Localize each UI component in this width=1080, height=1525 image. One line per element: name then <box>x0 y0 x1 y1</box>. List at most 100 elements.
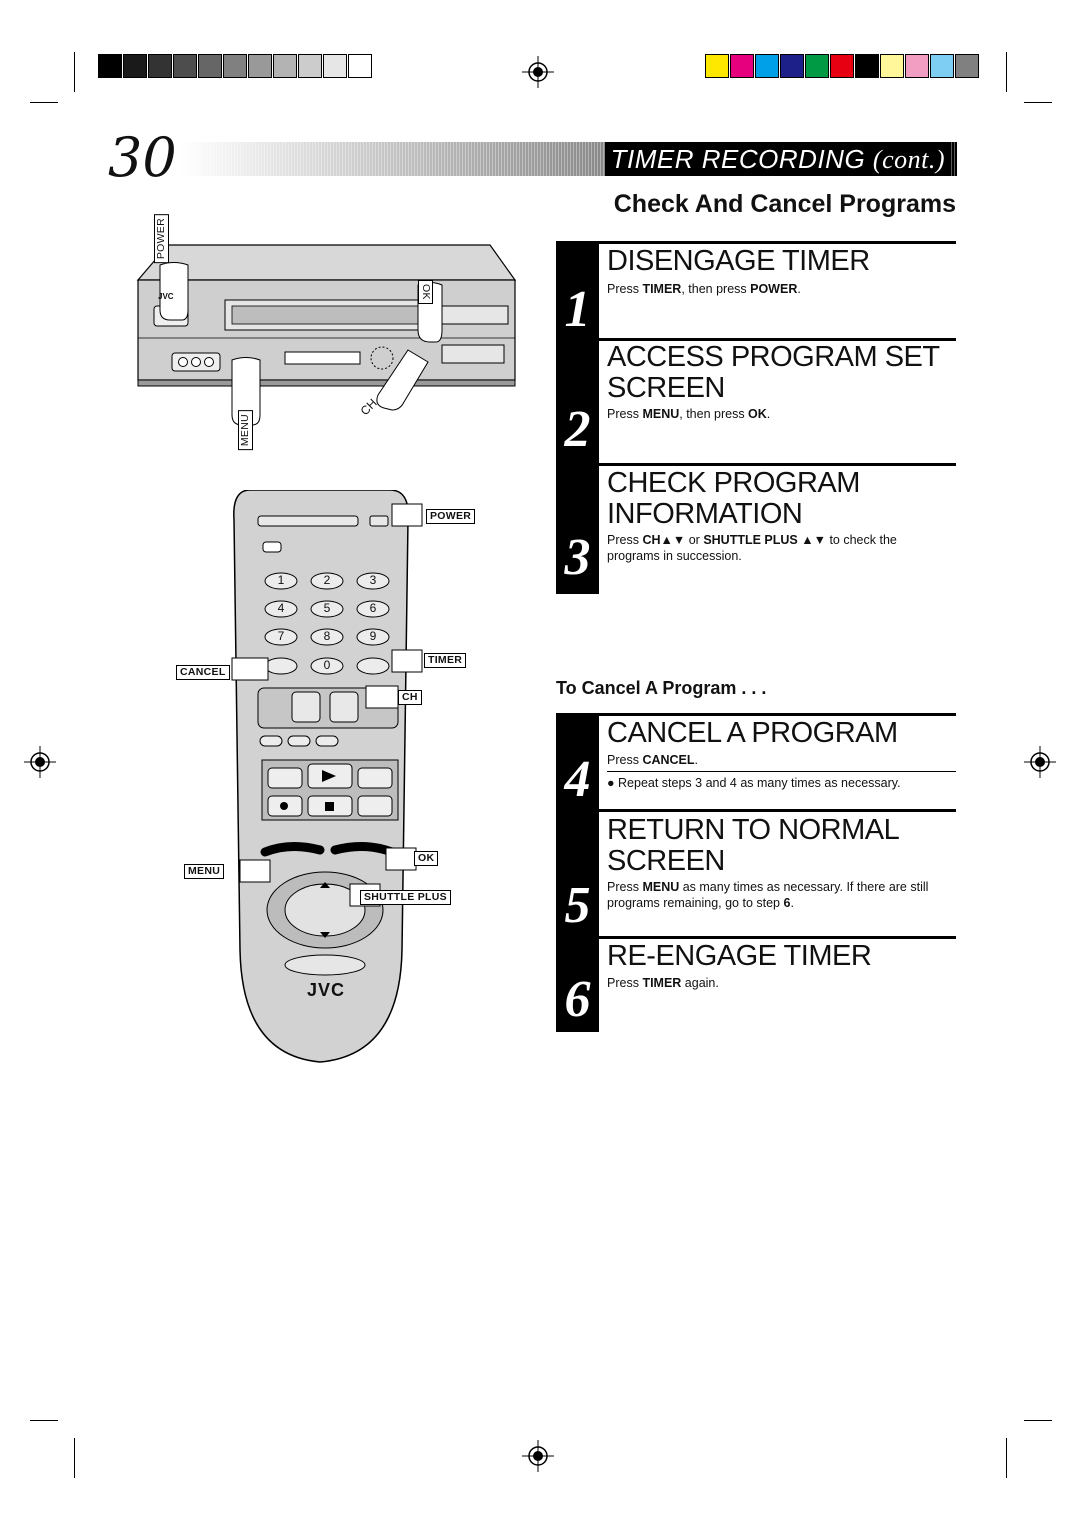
step-instruction: Press TIMER again. <box>607 976 719 990</box>
remote-key-3: 3 <box>369 573 377 587</box>
step-title: RETURN TO NORMAL <box>607 814 900 846</box>
vcr-illustration: POWER OK MENU CH JVC <box>120 210 530 470</box>
registration-mark-icon <box>1024 746 1056 778</box>
registration-mark-icon <box>24 746 56 778</box>
gray-swatch <box>173 54 197 78</box>
step-number: 3 <box>564 529 591 586</box>
remote-ch-label: CH <box>398 690 422 705</box>
remote-key-7: 7 <box>277 629 285 643</box>
gray-swatch <box>248 54 272 78</box>
remote-key-6: 6 <box>369 601 377 615</box>
gray-swatch <box>198 54 222 78</box>
vcr-brand: JVC <box>158 292 174 301</box>
step-title: DISENGAGE TIMER <box>607 245 870 277</box>
color-swatch <box>930 54 954 78</box>
vcr-menu-label: MENU <box>238 410 253 451</box>
header-title: TIMER RECORDING (cont.) <box>604 142 951 176</box>
page-number: 30 <box>108 126 177 189</box>
color-swatch <box>780 54 804 78</box>
color-swatch <box>880 54 904 78</box>
step-rule <box>556 713 956 716</box>
gray-swatch <box>323 54 347 78</box>
remote-shuttle-label: SHUTTLE PLUS <box>360 890 451 905</box>
step-note-rule <box>607 771 956 772</box>
vcr-drawing <box>136 244 517 426</box>
step-rule <box>556 936 956 939</box>
step-number-block <box>556 241 599 338</box>
gray-swatch <box>223 54 247 78</box>
remote-key-4: 4 <box>277 601 285 615</box>
color-swatch <box>755 54 779 78</box>
step-title: SCREEN <box>607 372 725 404</box>
step-number: 4 <box>564 751 591 808</box>
step-instruction: Press MENU as many times as necessary. I… <box>607 880 929 910</box>
vcr-ok-label: OK <box>418 280 433 304</box>
step-number-block <box>556 338 599 464</box>
step-rule <box>556 463 956 466</box>
step-title: SCREEN <box>607 845 725 877</box>
step-instruction: Press CANCEL. <box>607 753 699 767</box>
crop-mark <box>1024 102 1052 103</box>
step-title: INFORMATION <box>607 498 803 530</box>
remote-drawing <box>231 490 423 1063</box>
vcr-power-label: POWER <box>154 214 169 264</box>
remote-key-8: 8 <box>323 629 331 643</box>
crop-mark <box>74 1438 75 1478</box>
remote-key-1: 1 <box>277 573 285 587</box>
step-number-block <box>556 809 599 937</box>
step-number-block <box>556 713 599 809</box>
step-title: ACCESS PROGRAM SET <box>607 341 940 373</box>
remote-key-9: 9 <box>369 629 377 643</box>
crop-mark <box>1024 1420 1052 1421</box>
crop-mark <box>1006 52 1007 92</box>
step-instruction: Press TIMER, then press POWER. <box>607 282 801 296</box>
gray-swatch <box>148 54 172 78</box>
gray-swatch <box>348 54 372 78</box>
step-number-block <box>556 463 599 594</box>
step-rule <box>556 338 956 341</box>
remote-menu-label: MENU <box>184 864 225 879</box>
crop-mark <box>30 1420 58 1421</box>
step-number: 1 <box>564 281 591 338</box>
color-swatch <box>705 54 729 78</box>
step-number: 6 <box>564 971 591 1028</box>
step-title: CANCEL A PROGRAM <box>607 717 898 749</box>
gray-swatch <box>98 54 122 78</box>
subhead: To Cancel A Program . . . <box>556 678 767 698</box>
step-title: RE-ENGAGE TIMER <box>607 940 872 972</box>
step-instruction: Press MENU, then press OK. <box>607 407 771 421</box>
section-title: Check And Cancel Programs <box>613 190 956 218</box>
gray-swatch <box>123 54 147 78</box>
step-number-block <box>556 936 599 1032</box>
color-swatch <box>830 54 854 78</box>
remote-timer-label: TIMER <box>424 653 467 668</box>
step-number: 5 <box>564 877 591 934</box>
remote-ok-label: OK <box>414 851 439 866</box>
header-bar: TIMER RECORDING (cont.) <box>180 142 957 176</box>
crop-mark <box>1006 1438 1007 1478</box>
step-rule <box>556 241 956 244</box>
remote-brand: JVC <box>307 980 346 1000</box>
gray-swatch <box>298 54 322 78</box>
step-number: 2 <box>564 401 591 458</box>
color-swatch <box>805 54 829 78</box>
registration-mark-icon <box>522 56 554 88</box>
remote-illustration: 1 2 3 4 5 6 7 8 9 0 POWER TIMER CANCEL CH MENU OK… <box>170 490 490 1070</box>
gray-swatch <box>273 54 297 78</box>
step-instruction: Press CH▲▼ or SHUTTLE PLUS ▲▼ to check t… <box>607 533 897 563</box>
step-rule <box>556 809 956 812</box>
remote-key-0: 0 <box>323 658 331 672</box>
color-swatch <box>855 54 879 78</box>
color-swatch <box>730 54 754 78</box>
crop-mark <box>74 52 75 92</box>
remote-key-2: 2 <box>323 573 331 587</box>
color-swatch <box>955 54 979 78</box>
registration-mark-icon <box>522 1440 554 1472</box>
step-title: CHECK PROGRAM <box>607 467 860 499</box>
crop-mark <box>30 102 58 103</box>
color-swatch <box>905 54 929 78</box>
remote-key-5: 5 <box>323 601 331 615</box>
step-note: ● Repeat steps 3 and 4 as many times as … <box>607 776 901 790</box>
remote-cancel-label: CANCEL <box>176 665 230 680</box>
remote-power-label: POWER <box>426 509 476 524</box>
